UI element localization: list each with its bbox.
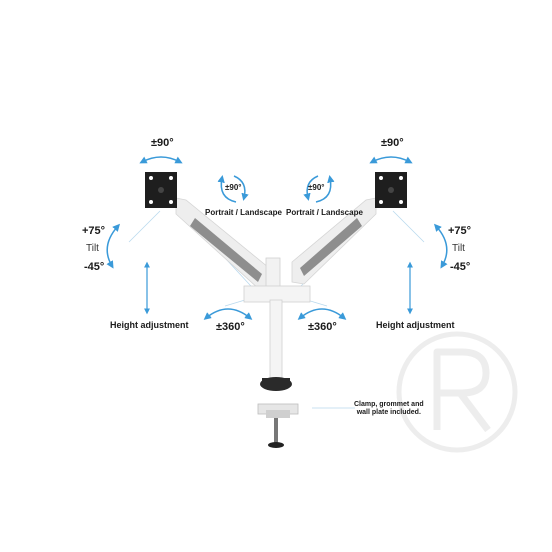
rotate-arrow-icon [139,156,413,164]
swivel-arrow-icon [203,308,347,320]
pivot-left-value: ±90° [225,183,242,192]
swivel-left-label: ±360° [216,321,245,333]
clamp-note-line-1: Clamp, grommet and [354,401,424,408]
pivot-right-label: Portrait / Landscape [286,208,363,217]
rotation-right-label: ±90° [381,137,404,149]
registered-watermark-icon [396,331,518,453]
tilt-arrow-icon [106,223,448,269]
height-left-label: Height adjustment [110,320,189,330]
vesa-plate-icon [375,172,407,208]
pivot-right-value: ±90° [308,183,325,192]
tilt-right-up: +75° [448,225,472,237]
tilt-right-word: Tilt [452,243,465,254]
base [260,377,292,391]
swivel-right-label: ±360° [308,321,337,333]
tilt-right-down: -45° [450,261,471,273]
clamp-note: Clamp, grommet and wall plate included. [354,401,424,418]
vesa-plate-icon [145,172,177,208]
pole [269,299,283,381]
tilt-left-down: -45° [84,261,105,273]
rotate-arrow-icon [217,175,335,203]
clamp-note-line-2: wall plate included. [356,409,421,417]
tilt-left-word: Tilt [86,243,99,254]
clamp [257,403,299,448]
rotation-left-label: ±90° [151,137,174,149]
height-right-label: Height adjustment [376,320,455,330]
height-arrow-icon [144,261,413,315]
pivot-left-label: Portrait / Landscape [205,208,282,217]
right-arm [291,197,377,285]
tilt-left-up: +75° [82,225,106,237]
left-arm [175,197,281,293]
